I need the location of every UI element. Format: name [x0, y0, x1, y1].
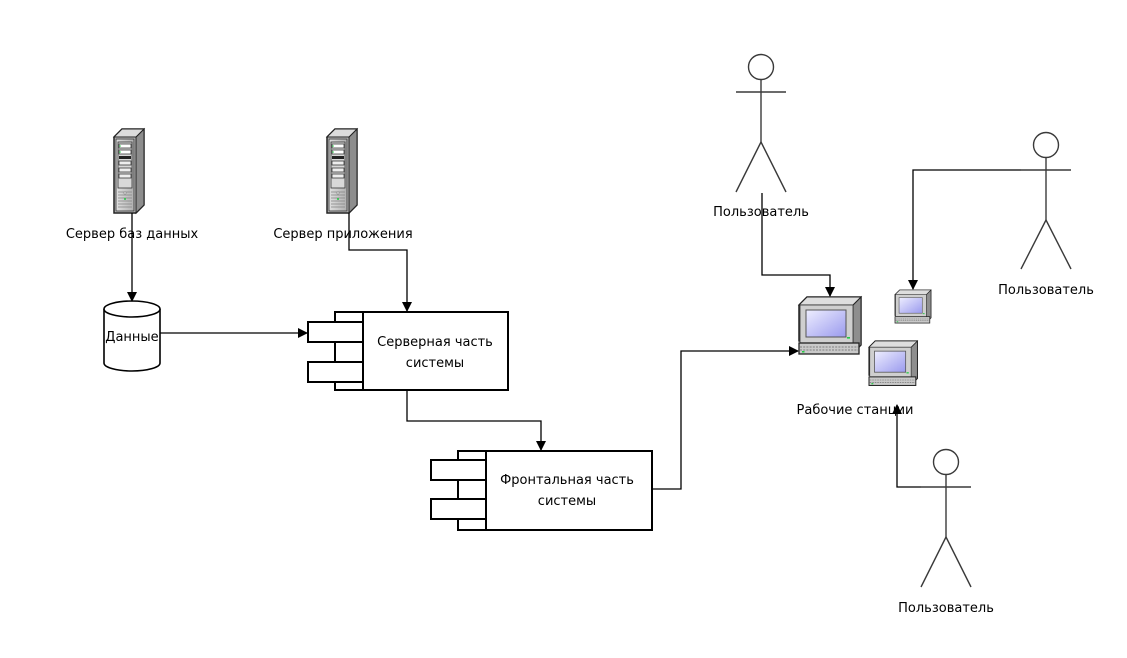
datastore-label: Данные	[105, 330, 158, 345]
database-cylinder-icon	[103, 309, 161, 372]
server-icon	[326, 128, 358, 214]
workstation-icon	[868, 340, 918, 387]
component-port	[307, 321, 364, 343]
connector-user3-to-workstation	[892, 404, 921, 488]
server-icon	[113, 128, 145, 214]
connectors	[127, 169, 1021, 490]
actor-icon	[920, 448, 972, 588]
server-part-component[interactable]: Серверная часть системы	[307, 311, 509, 391]
connector-user2-to-workstation	[908, 169, 1021, 290]
frontend-part-label-line1: Фронтальная часть	[500, 473, 634, 488]
workstation-icon	[894, 289, 932, 324]
actor-user-3[interactable]: Пользователь	[898, 448, 994, 617]
actor-user-1[interactable]: Пользователь	[713, 53, 809, 221]
connector-frontend-to-workstations	[653, 346, 799, 490]
connector-appserver-to-serverpart	[348, 213, 412, 312]
component-body	[362, 311, 509, 391]
component-body	[485, 450, 653, 531]
connector-serverpart-to-frontend	[406, 391, 546, 451]
actor-icon	[1020, 131, 1072, 270]
actor-user-2[interactable]: Пользователь	[998, 131, 1094, 299]
connector-user1-to-workstation	[761, 193, 835, 297]
workstations-label: Рабочие станции	[797, 403, 914, 418]
server-part-label-line2: системы	[406, 356, 464, 371]
server-part-label-line1: Серверная часть	[377, 335, 493, 350]
app-server-label: Сервер приложения	[273, 227, 412, 242]
datastore-node[interactable]: Данные	[103, 300, 161, 372]
workstation-icon	[798, 296, 862, 355]
frontend-part-label-line2: системы	[538, 494, 596, 509]
frontend-part-component[interactable]: Фронтальная часть системы	[430, 450, 653, 531]
workstations-node[interactable]: Рабочие станции	[797, 289, 932, 418]
component-port	[307, 361, 364, 383]
actor-label: Пользователь	[998, 283, 1094, 298]
app-server-node[interactable]: Сервер приложения	[273, 128, 413, 242]
actor-label: Пользователь	[898, 601, 994, 616]
actor-icon	[735, 53, 787, 193]
actor-label: Пользователь	[713, 205, 809, 220]
component-port	[430, 498, 487, 520]
component-port	[430, 459, 487, 481]
